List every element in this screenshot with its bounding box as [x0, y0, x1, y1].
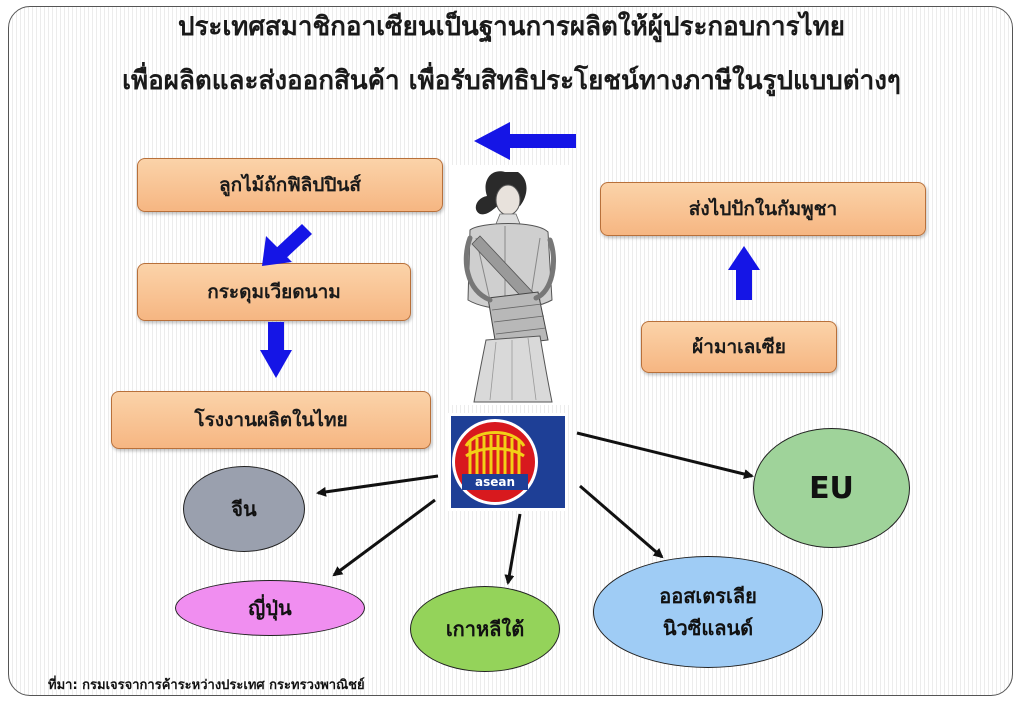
ellipse-china: จีน [183, 466, 305, 552]
arrow-diagonal-down-icon [262, 224, 312, 266]
arrow-left-icon [474, 122, 576, 160]
arrow-to-china [316, 474, 439, 497]
arrow-to-japan [332, 498, 436, 577]
ellipse-korea: เกาหลีใต้ [410, 586, 560, 672]
title-line-1: ประเทศสมาชิกอาเซียนเป็นฐานการผลิตให้ผู้ป… [177, 12, 846, 42]
box-philippines-lace: ลูกไม้ถักฟิลิปปินส์ [137, 158, 443, 212]
box-cambodia-embroidery: ส่งไปปักในกัมพูชา [600, 182, 926, 236]
box-malaysia-fabric: ผ้ามาเลเซีย [641, 321, 837, 373]
ellipse-eu: EU [753, 428, 910, 548]
ellipse-japan: ญี่ปุ่น [175, 580, 365, 636]
label-korea: เกาหลีใต้ [445, 617, 525, 641]
ellipse-australia-nz: ออสเตรเลีย นิวซีแลนด์ [593, 556, 823, 668]
arrow-down-icon [260, 322, 292, 378]
box-thai-factory: โรงงานผลิตในไทย [111, 391, 431, 449]
label-australia: ออสเตรเลีย [659, 584, 757, 608]
arrow-to-eu [576, 431, 754, 479]
label-new-zealand: นิวซีแลนด์ [662, 616, 754, 640]
arrow-to-korea [504, 513, 522, 585]
export-arrows [316, 431, 754, 585]
source-note: ที่มา: กรมเจรจาการค้าระหว่างประเทศ กระทร… [48, 678, 365, 693]
arrow-up-icon [728, 246, 760, 300]
asean-logo: asean [448, 413, 568, 511]
label-japan: ญี่ปุ่น [248, 596, 292, 620]
label-china: จีน [231, 497, 257, 521]
woman-illustration [452, 165, 569, 405]
title-line-2: เพื่อผลิตและส่งออกสินค้า เพื่อรับสิทธิปร… [122, 66, 901, 96]
box-vietnam-buttons: กระดุมเวียดนาม [137, 263, 411, 321]
label-eu: EU [809, 470, 854, 506]
blue-flow-arrows [260, 122, 760, 378]
arrow-to-aus-nz [579, 484, 664, 559]
asean-logo-text: asean [475, 475, 515, 489]
